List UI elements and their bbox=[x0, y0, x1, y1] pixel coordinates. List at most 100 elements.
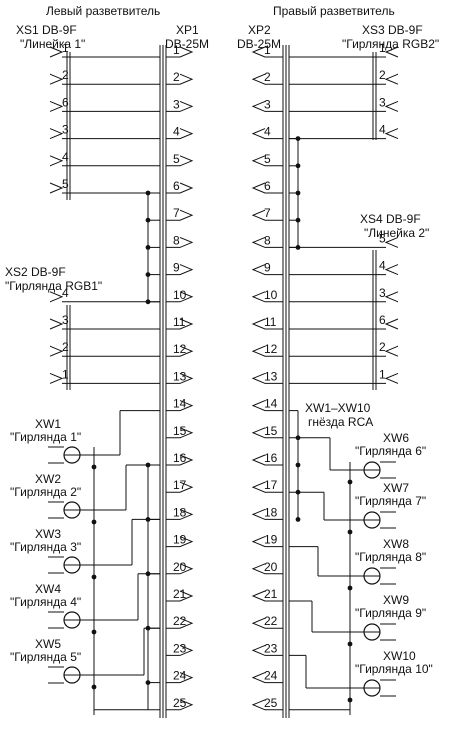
xp1-pin-label-2: 2 bbox=[173, 70, 180, 84]
xs2-pin-label-2: 2 bbox=[62, 340, 69, 354]
xp2-pin-24 bbox=[251, 672, 283, 684]
xp2-pin-label-11: 11 bbox=[264, 315, 277, 329]
rca-left-ref-3: XW3 bbox=[35, 527, 61, 541]
xp1-pin-label-11: 11 bbox=[173, 315, 186, 329]
xs3-socket-1 bbox=[384, 46, 399, 58]
xp1-pin-24 bbox=[166, 672, 194, 684]
xp1-ref: XP1 bbox=[176, 23, 199, 37]
xp1-pin-19 bbox=[166, 536, 194, 548]
left-common-dot-8 bbox=[145, 245, 151, 250]
right-gnd-dot-17 bbox=[295, 489, 301, 495]
xp1-pin-3 bbox=[166, 100, 194, 112]
xp1-pin-label-16: 16 bbox=[173, 451, 187, 465]
xs2-socket-1 bbox=[49, 372, 64, 384]
xp2-pin-label-20: 20 bbox=[264, 560, 278, 574]
xp2-pin-label-12: 12 bbox=[264, 342, 278, 356]
xs1-pin-label-4: 4 bbox=[62, 150, 69, 164]
xp2-pin-12 bbox=[251, 345, 283, 357]
rca-label-line1: XW1–XW10 bbox=[305, 401, 371, 415]
xp1-pin-6 bbox=[166, 182, 194, 194]
xs3-pin-label-1: 1 bbox=[379, 41, 386, 55]
xp2-pin-label-24: 24 bbox=[264, 669, 278, 683]
xp2-pin-25 bbox=[251, 699, 283, 711]
rca-right-name-1: "Гирлянда 6" bbox=[355, 444, 426, 458]
xs4-ref: XS4 DB-9F bbox=[360, 212, 421, 226]
left-title: Левый разветвитель bbox=[46, 4, 160, 18]
xp2-pin-5 bbox=[251, 155, 283, 167]
right-gnd-dot-16 bbox=[295, 462, 301, 468]
right-common-dot-7 bbox=[295, 217, 301, 223]
xp2-pin-label-14: 14 bbox=[264, 397, 278, 411]
xs3-name: "Гирлянда RGB2" bbox=[342, 37, 439, 51]
xp2-pin-label-9: 9 bbox=[264, 261, 271, 275]
xp1-type: DB-25M bbox=[165, 37, 209, 51]
rca-right-name-4: "Гирлянда 9" bbox=[355, 606, 426, 620]
static-labels: Левый разветвитель Правый разветвитель X… bbox=[5, 4, 439, 429]
xp1-pin-label-15: 15 bbox=[173, 424, 187, 438]
xs1-pin-label-6: 6 bbox=[62, 95, 69, 109]
xp1-pin-label-18: 18 bbox=[173, 505, 187, 519]
xp2-pin-label-19: 19 bbox=[264, 533, 278, 547]
rca-left-name-3: "Гирлянда 3" bbox=[10, 540, 81, 554]
xs1-socket-6 bbox=[49, 100, 64, 112]
xp2-pin-22 bbox=[251, 617, 283, 629]
xp1-pin-11 bbox=[166, 318, 194, 330]
xp1-pin-label-4: 4 bbox=[173, 125, 180, 139]
xs1-pin-label-1: 1 bbox=[62, 41, 69, 55]
right-common-dot-5 bbox=[295, 163, 301, 169]
xp2-pin-label-7: 7 bbox=[264, 206, 271, 220]
rca-right-ref-5: XW10 bbox=[383, 649, 416, 663]
xp1-pin-label-6: 6 bbox=[173, 179, 180, 193]
xp2-pin-7 bbox=[251, 209, 283, 221]
xs2-ref: XS2 DB-9F bbox=[5, 265, 66, 279]
xp1-pin-15 bbox=[166, 427, 194, 439]
xp2-pin-3 bbox=[251, 100, 283, 112]
xp2-pin-19 bbox=[251, 536, 283, 548]
xp1-pin-label-13: 13 bbox=[173, 369, 187, 383]
xs4-socket-4 bbox=[384, 264, 399, 276]
rca-right-name-5: "Гирлянда 10" bbox=[355, 662, 433, 676]
xp2-pin-1 bbox=[251, 46, 283, 58]
rca-label-line2: гнёзда RCA bbox=[308, 415, 373, 429]
xp2-pin-15 bbox=[251, 427, 283, 439]
xp1-pin-label-7: 7 bbox=[173, 206, 180, 220]
xs3-pin-label-4: 4 bbox=[379, 123, 386, 137]
xp1-pin-label-5: 5 bbox=[173, 152, 180, 166]
xp1-pin-16 bbox=[166, 454, 194, 466]
rca-right-name-2: "Гирлянда 7" bbox=[355, 494, 426, 508]
xp1-pin-22 bbox=[166, 617, 194, 629]
xp1-pin-4 bbox=[166, 128, 194, 140]
left-common-dot-6 bbox=[145, 190, 151, 196]
xp2-pin-label-18: 18 bbox=[264, 505, 278, 519]
xp1-pin-1 bbox=[166, 46, 194, 58]
rca-right-ref-4: XW9 bbox=[383, 593, 409, 607]
xp1-pin-label-10: 10 bbox=[173, 288, 187, 302]
xp1-pin-label-20: 20 bbox=[173, 560, 187, 574]
xp2-pin-8 bbox=[251, 236, 283, 248]
rca-right-ref-1: XW6 bbox=[383, 431, 409, 445]
xp1-pin-label-8: 8 bbox=[173, 233, 180, 247]
xs4-socket-2 bbox=[384, 345, 399, 357]
xp1-pin-10 bbox=[166, 291, 194, 303]
xp2-pin-21 bbox=[251, 590, 283, 602]
xs2-pin-label-4: 4 bbox=[62, 286, 69, 300]
left-common-dot-9 bbox=[145, 272, 151, 277]
xp2-pin-label-15: 15 bbox=[264, 424, 278, 438]
xs1-pin-label-3: 3 bbox=[62, 123, 69, 137]
xp1-pin-21 bbox=[166, 590, 194, 602]
xp1-pin-17 bbox=[166, 481, 194, 493]
xp2-pin-label-3: 3 bbox=[264, 97, 271, 111]
xp2-pin-label-2: 2 bbox=[264, 70, 271, 84]
xp2-pin-11 bbox=[251, 318, 283, 330]
xp2-pin-label-23: 23 bbox=[264, 641, 278, 655]
xp2-pin-17 bbox=[251, 481, 283, 493]
xs4-pin-label-1: 1 bbox=[379, 367, 386, 381]
xs4-socket-5 bbox=[384, 236, 399, 248]
xs2-pin-label-1: 1 bbox=[62, 367, 69, 381]
xp1-pin-label-12: 12 bbox=[173, 342, 187, 356]
xp1-pin-20 bbox=[166, 563, 194, 575]
xp1-pin-label-1: 1 bbox=[173, 43, 180, 57]
xp2-pin-label-21: 21 bbox=[264, 587, 278, 601]
rca-left-name-5: "Гирлянда 5" bbox=[10, 650, 81, 664]
